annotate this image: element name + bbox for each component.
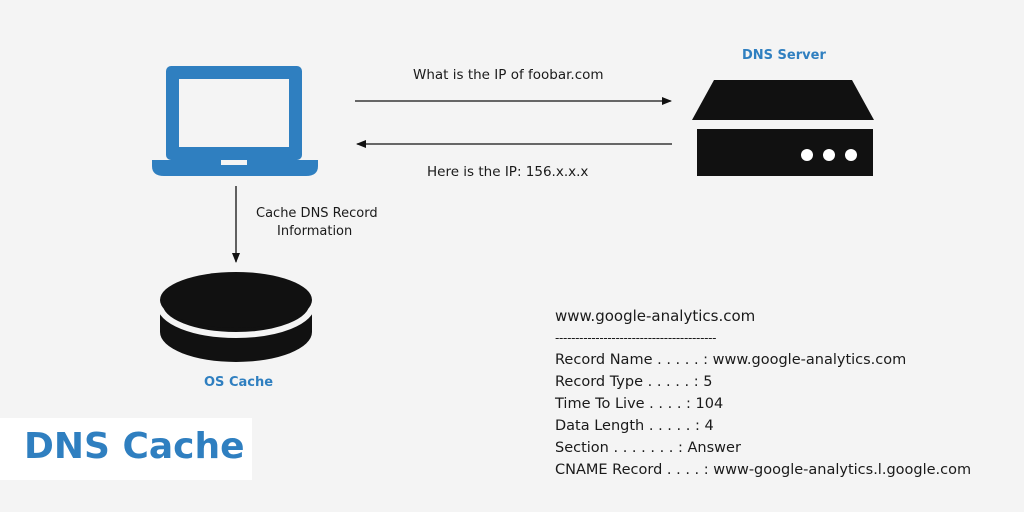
os-cache-label: OS Cache — [204, 375, 274, 390]
laptop-icon — [152, 66, 318, 176]
response-label: Here is the IP: 156.x.x.x — [427, 164, 589, 180]
record-line-type: Record Type . . . . . : 5 — [555, 374, 713, 390]
record-separator: ---------------------------------------- — [555, 331, 717, 345]
cache-label-line2: Information — [277, 224, 353, 239]
cache-label-line1: Cache DNS Record — [256, 206, 378, 221]
record-line-length: Data Length . . . . . : 4 — [555, 418, 714, 434]
page-title: DNS Cache — [24, 426, 245, 467]
server-light-icon — [845, 149, 857, 161]
request-label: What is the IP of foobar.com — [413, 67, 604, 83]
server-icon — [692, 80, 874, 176]
record-line-ttl: Time To Live . . . . : 104 — [555, 396, 724, 412]
record-line-name: Record Name . . . . . : www.google-analy… — [555, 352, 907, 368]
record-line-section: Section . . . . . . . : Answer — [555, 440, 741, 456]
server-light-icon — [801, 149, 813, 161]
server-light-icon — [823, 149, 835, 161]
dns-server-label: DNS Server — [742, 48, 826, 63]
record-domain: www.google-analytics.com — [555, 307, 756, 325]
database-icon — [157, 272, 315, 362]
dns-record-block: www.google-analytics.com ---------------… — [555, 305, 971, 481]
record-line-cname: CNAME Record . . . . : www-google-analyt… — [555, 462, 972, 478]
title-banner: DNS Cache — [0, 418, 252, 480]
